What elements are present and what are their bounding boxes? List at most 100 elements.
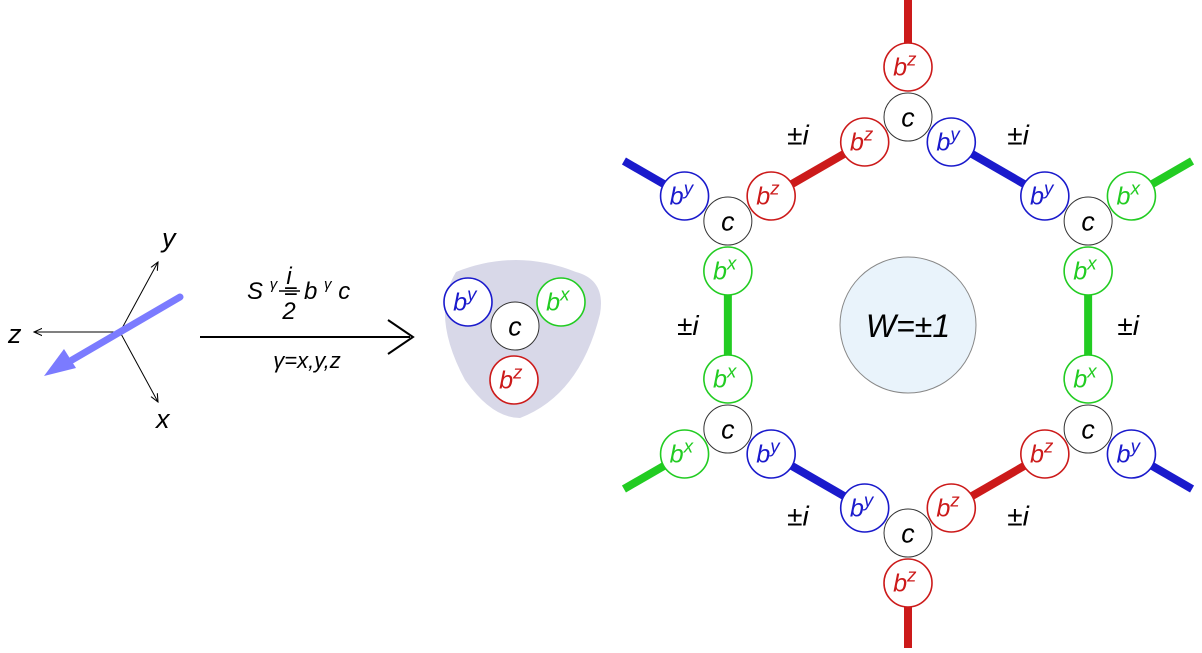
majorana-c-circle: [703, 404, 753, 454]
z-axis-label: z: [7, 319, 22, 349]
majorana-bz-circle: [1020, 429, 1070, 479]
majorana-bz-circle: [746, 171, 796, 221]
site-3-c: c: [883, 508, 933, 558]
site-5-b-y: by: [659, 171, 710, 221]
spin-to-majorana-mapping: S γ = i 2 b γ c γ=x,y,z: [200, 263, 415, 373]
site-2-b-x: bx: [1063, 354, 1113, 404]
gamma-range: γ=x,y,z: [273, 348, 340, 373]
blob-by: by: [443, 277, 493, 327]
majorana-bx-label: bx: [713, 253, 737, 286]
majorana-bx-circle: [1063, 354, 1113, 404]
majorana-c-label: c: [508, 312, 522, 342]
majorana-bx-circle: [1063, 246, 1113, 296]
majorana-by-circle: [659, 171, 710, 221]
y-axis-arrow: [119, 262, 158, 333]
field-arrow-shaft: [68, 293, 184, 364]
majorana-c-circle: [1063, 404, 1113, 454]
spin-operator: S: [247, 278, 263, 305]
majorana-bz-label: bz: [893, 49, 917, 82]
lattice-site-0: cby bz bz: [839, 42, 977, 167]
field-arrow-head: [44, 349, 76, 376]
blob-c: c: [490, 301, 540, 351]
bond-label-0: ±i: [1007, 119, 1029, 150]
site-4-b-x: bx: [703, 354, 753, 404]
lattice-site-3: cby bz bz: [839, 483, 977, 608]
x-axis-arrow: [119, 331, 158, 402]
site-2-c: c: [1063, 404, 1113, 454]
majorana-bx-label: bx: [1117, 178, 1141, 211]
bond-label-2: ±i: [1007, 501, 1029, 532]
majorana-by-label: by: [670, 178, 695, 211]
majorana-bz-circle: [883, 558, 933, 608]
site-0-b-y: by: [926, 117, 977, 167]
majorana-c-label: c: [901, 103, 915, 133]
site-5-b-x: bx: [703, 246, 753, 296]
majorana-bz-label: bz: [850, 124, 874, 157]
x-axis-label: x: [154, 404, 171, 434]
majorana-bz-label: bz: [499, 362, 523, 395]
majorana-bx-label: bx: [546, 284, 570, 317]
bond-label-5: ±i: [787, 119, 809, 150]
site-0-b-z: bz: [839, 117, 890, 167]
site-4-b-y: by: [746, 429, 796, 479]
majorana-bx-circle: [703, 246, 753, 296]
majorana-by-label: by: [756, 436, 781, 469]
majorana-by-label: by: [936, 124, 961, 157]
majorana-bz-circle: [489, 355, 539, 405]
blob-bz: bz: [489, 355, 539, 405]
site-decomposition: cby bx bz: [443, 260, 601, 418]
majorana-by-label: by: [1030, 178, 1055, 211]
majorana-by-circle: [1020, 171, 1070, 221]
site-3-b-z: bz: [883, 558, 933, 608]
majorana-bz-label: bz: [893, 565, 917, 598]
majorana-c-circle: [883, 92, 933, 142]
majorana-by-circle: [839, 483, 890, 533]
majorana-by-circle: [746, 429, 796, 479]
majorana-by-label: by: [453, 284, 478, 317]
majorana-bx-circle: [536, 277, 586, 327]
site-2-b-y: by: [1106, 429, 1157, 479]
majorana-by-label: by: [850, 490, 875, 523]
plaquette-flux-label: W=±1: [866, 308, 950, 344]
majorana-bx-circle: [659, 429, 710, 479]
majorana-c-circle: [883, 508, 933, 558]
majorana-bx-circle: [703, 354, 753, 404]
site-4-c: c: [703, 404, 753, 454]
majorana-bx-label: bx: [670, 436, 694, 469]
majorana-bz-circle: [839, 117, 890, 167]
site-1-b-y: by: [1020, 171, 1070, 221]
lattice-site-2: cbz bx by: [1020, 354, 1157, 479]
b-superscript: γ: [324, 276, 333, 293]
b-operator: b: [304, 278, 317, 305]
blob-bx: bx: [536, 277, 586, 327]
majorana-by-circle: [926, 117, 977, 167]
majorana-bz-circle: [926, 483, 977, 533]
majorana-c-circle: [703, 196, 753, 246]
plaquette-disk: [839, 256, 977, 394]
bond-label-4: ±i: [677, 310, 699, 341]
majorana-bz-label: bz: [756, 178, 780, 211]
majorana-bx-label: bx: [713, 361, 737, 394]
site-0-c: c: [883, 92, 933, 142]
majorana-bz-label: bz: [1030, 436, 1054, 469]
c-operator: c: [338, 278, 350, 305]
spin-axes: y x z: [7, 223, 184, 434]
site-4-b-x: bx: [659, 429, 710, 479]
site-1-b-x: bx: [1063, 246, 1113, 296]
spin-superscript: γ: [270, 276, 279, 293]
majorana-c-label: c: [721, 415, 735, 445]
majorana-bx-label: bx: [1073, 361, 1097, 394]
majorana-c-label: c: [901, 519, 915, 549]
site-5-c: c: [703, 196, 753, 246]
site-2-b-z: bz: [1020, 429, 1070, 479]
fraction-numerator: i: [286, 263, 292, 290]
y-axis-label: y: [160, 223, 177, 253]
majorana-c-circle: [490, 301, 540, 351]
majorana-c-label: c: [1081, 415, 1095, 445]
fraction-denominator: 2: [281, 298, 295, 325]
majorana-bz-label: bz: [936, 490, 960, 523]
